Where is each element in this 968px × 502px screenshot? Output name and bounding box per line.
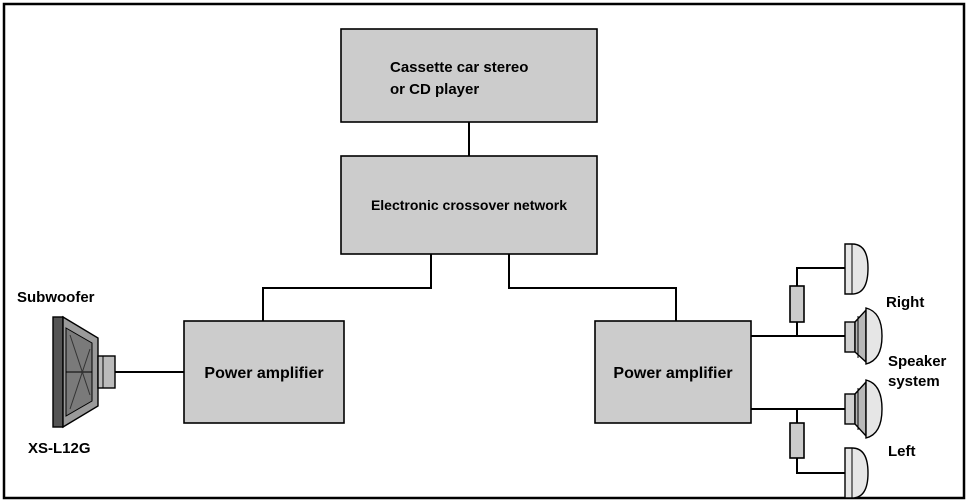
wiring — [115, 122, 845, 474]
amp-left-label: Power amplifier — [204, 365, 323, 382]
speaker-right-icon — [844, 307, 883, 365]
filter-top — [789, 285, 805, 323]
speaker-left-label: Left — [888, 443, 916, 460]
tweeter-left-icon — [844, 447, 869, 499]
subwoofer-title: Subwoofer — [17, 289, 95, 306]
speaker-system-label-line2: system — [888, 373, 940, 390]
crossover-block: Electronic crossover network — [340, 155, 598, 255]
source-label-line1: Cassette car stereo — [390, 59, 528, 76]
amp-right-label: Power amplifier — [613, 365, 732, 382]
subwoofer-model: XS-L12G — [28, 440, 91, 457]
tweeter-right-icon — [844, 243, 869, 295]
speaker-left-icon — [844, 379, 883, 439]
source-label-line2: or CD player — [390, 81, 479, 98]
speaker-right-label: Right — [886, 294, 924, 311]
crossover-label: Electronic crossover network — [371, 197, 567, 213]
speaker-system-label-line1: Speaker — [888, 353, 947, 370]
power-amplifier-left: Power amplifier — [183, 320, 345, 424]
filter-bottom — [789, 422, 805, 459]
power-amplifier-right: Power amplifier — [594, 320, 752, 424]
source-block: Cassette car stereo or CD player — [340, 28, 598, 123]
subwoofer-icon — [52, 315, 116, 429]
